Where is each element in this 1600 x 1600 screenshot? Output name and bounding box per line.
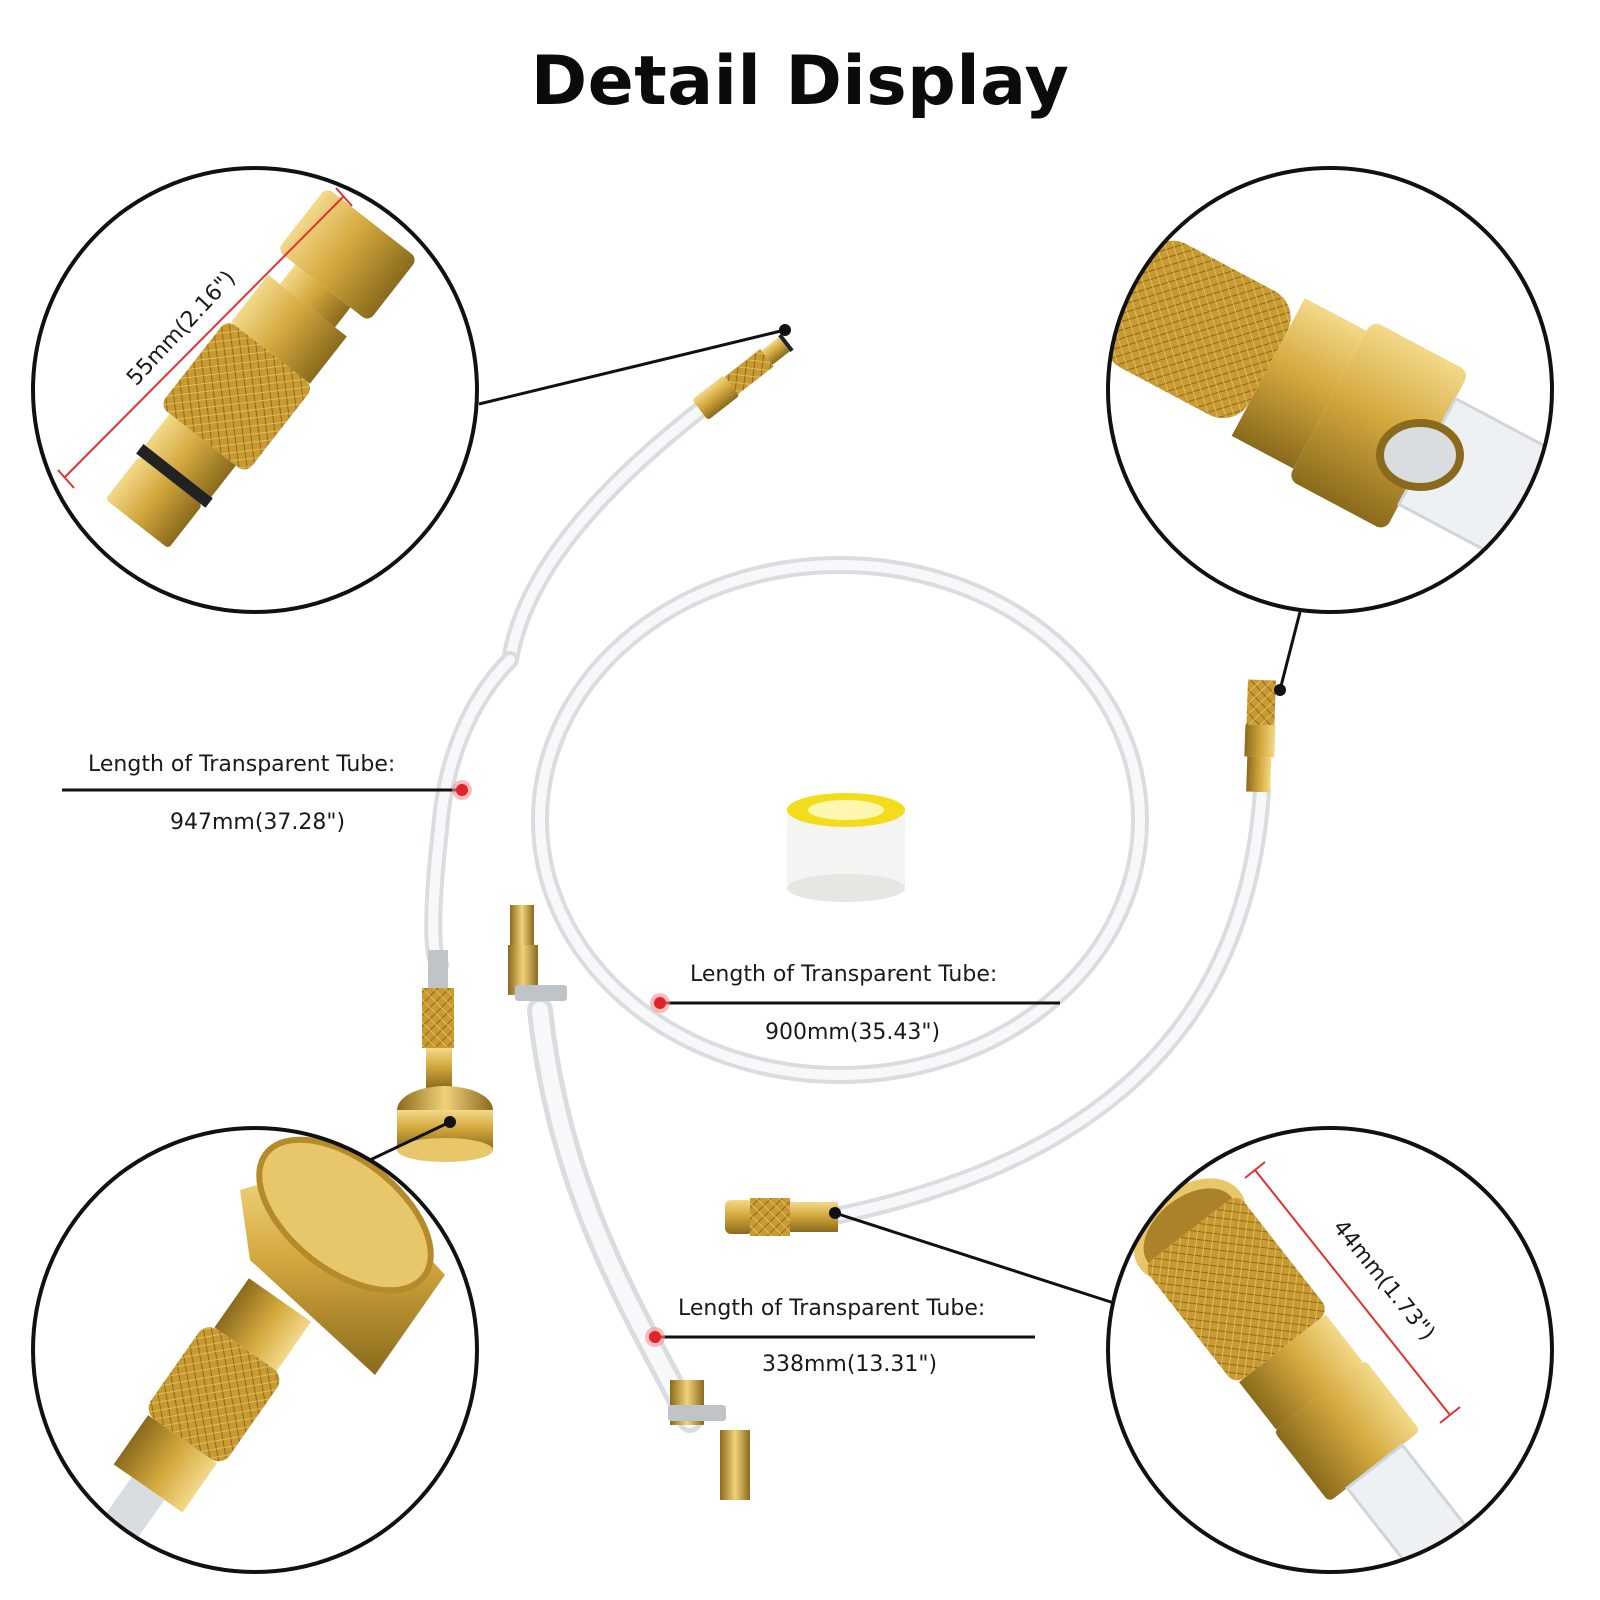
measurement-markers (452, 780, 670, 1347)
detail-coupler-closeup (1108, 168, 1552, 612)
tube-338-value: 338mm(13.31") (762, 1352, 938, 1377)
tube-947 (424, 401, 709, 974)
callout-dots (444, 324, 1286, 1219)
short-tube-plug-top (508, 905, 567, 1001)
tube-338-heading: Length of Transparent Tube: (678, 1296, 986, 1321)
right-coupler-fitting (1244, 679, 1276, 793)
tube-900-value: 900mm(35.43") (765, 1020, 941, 1045)
detail-adapter-closeup (33, 1128, 477, 1572)
page-title: Detail Display (530, 42, 1070, 121)
tube-900-heading: Length of Transparent Tube: (690, 962, 998, 987)
ptfe-tape-roll (787, 793, 905, 902)
detail-quick-coupler-closeup (1108, 1128, 1552, 1572)
tube-947-value: 947mm(37.28") (170, 810, 346, 835)
tube-900 (531, 556, 1149, 1084)
tube-338 (527, 997, 703, 1433)
callout-lines (62, 328, 1302, 1339)
tube-947-heading: Length of Transparent Tube: (88, 752, 396, 777)
bottom-coupler-fitting (725, 1198, 838, 1236)
short-tube-plug-bottom (668, 1380, 750, 1500)
top-plug-fitting (693, 333, 794, 420)
left-garden-adapter (397, 950, 493, 1162)
detail-plug-closeup (33, 168, 477, 612)
tube-long-right (831, 781, 1271, 1224)
